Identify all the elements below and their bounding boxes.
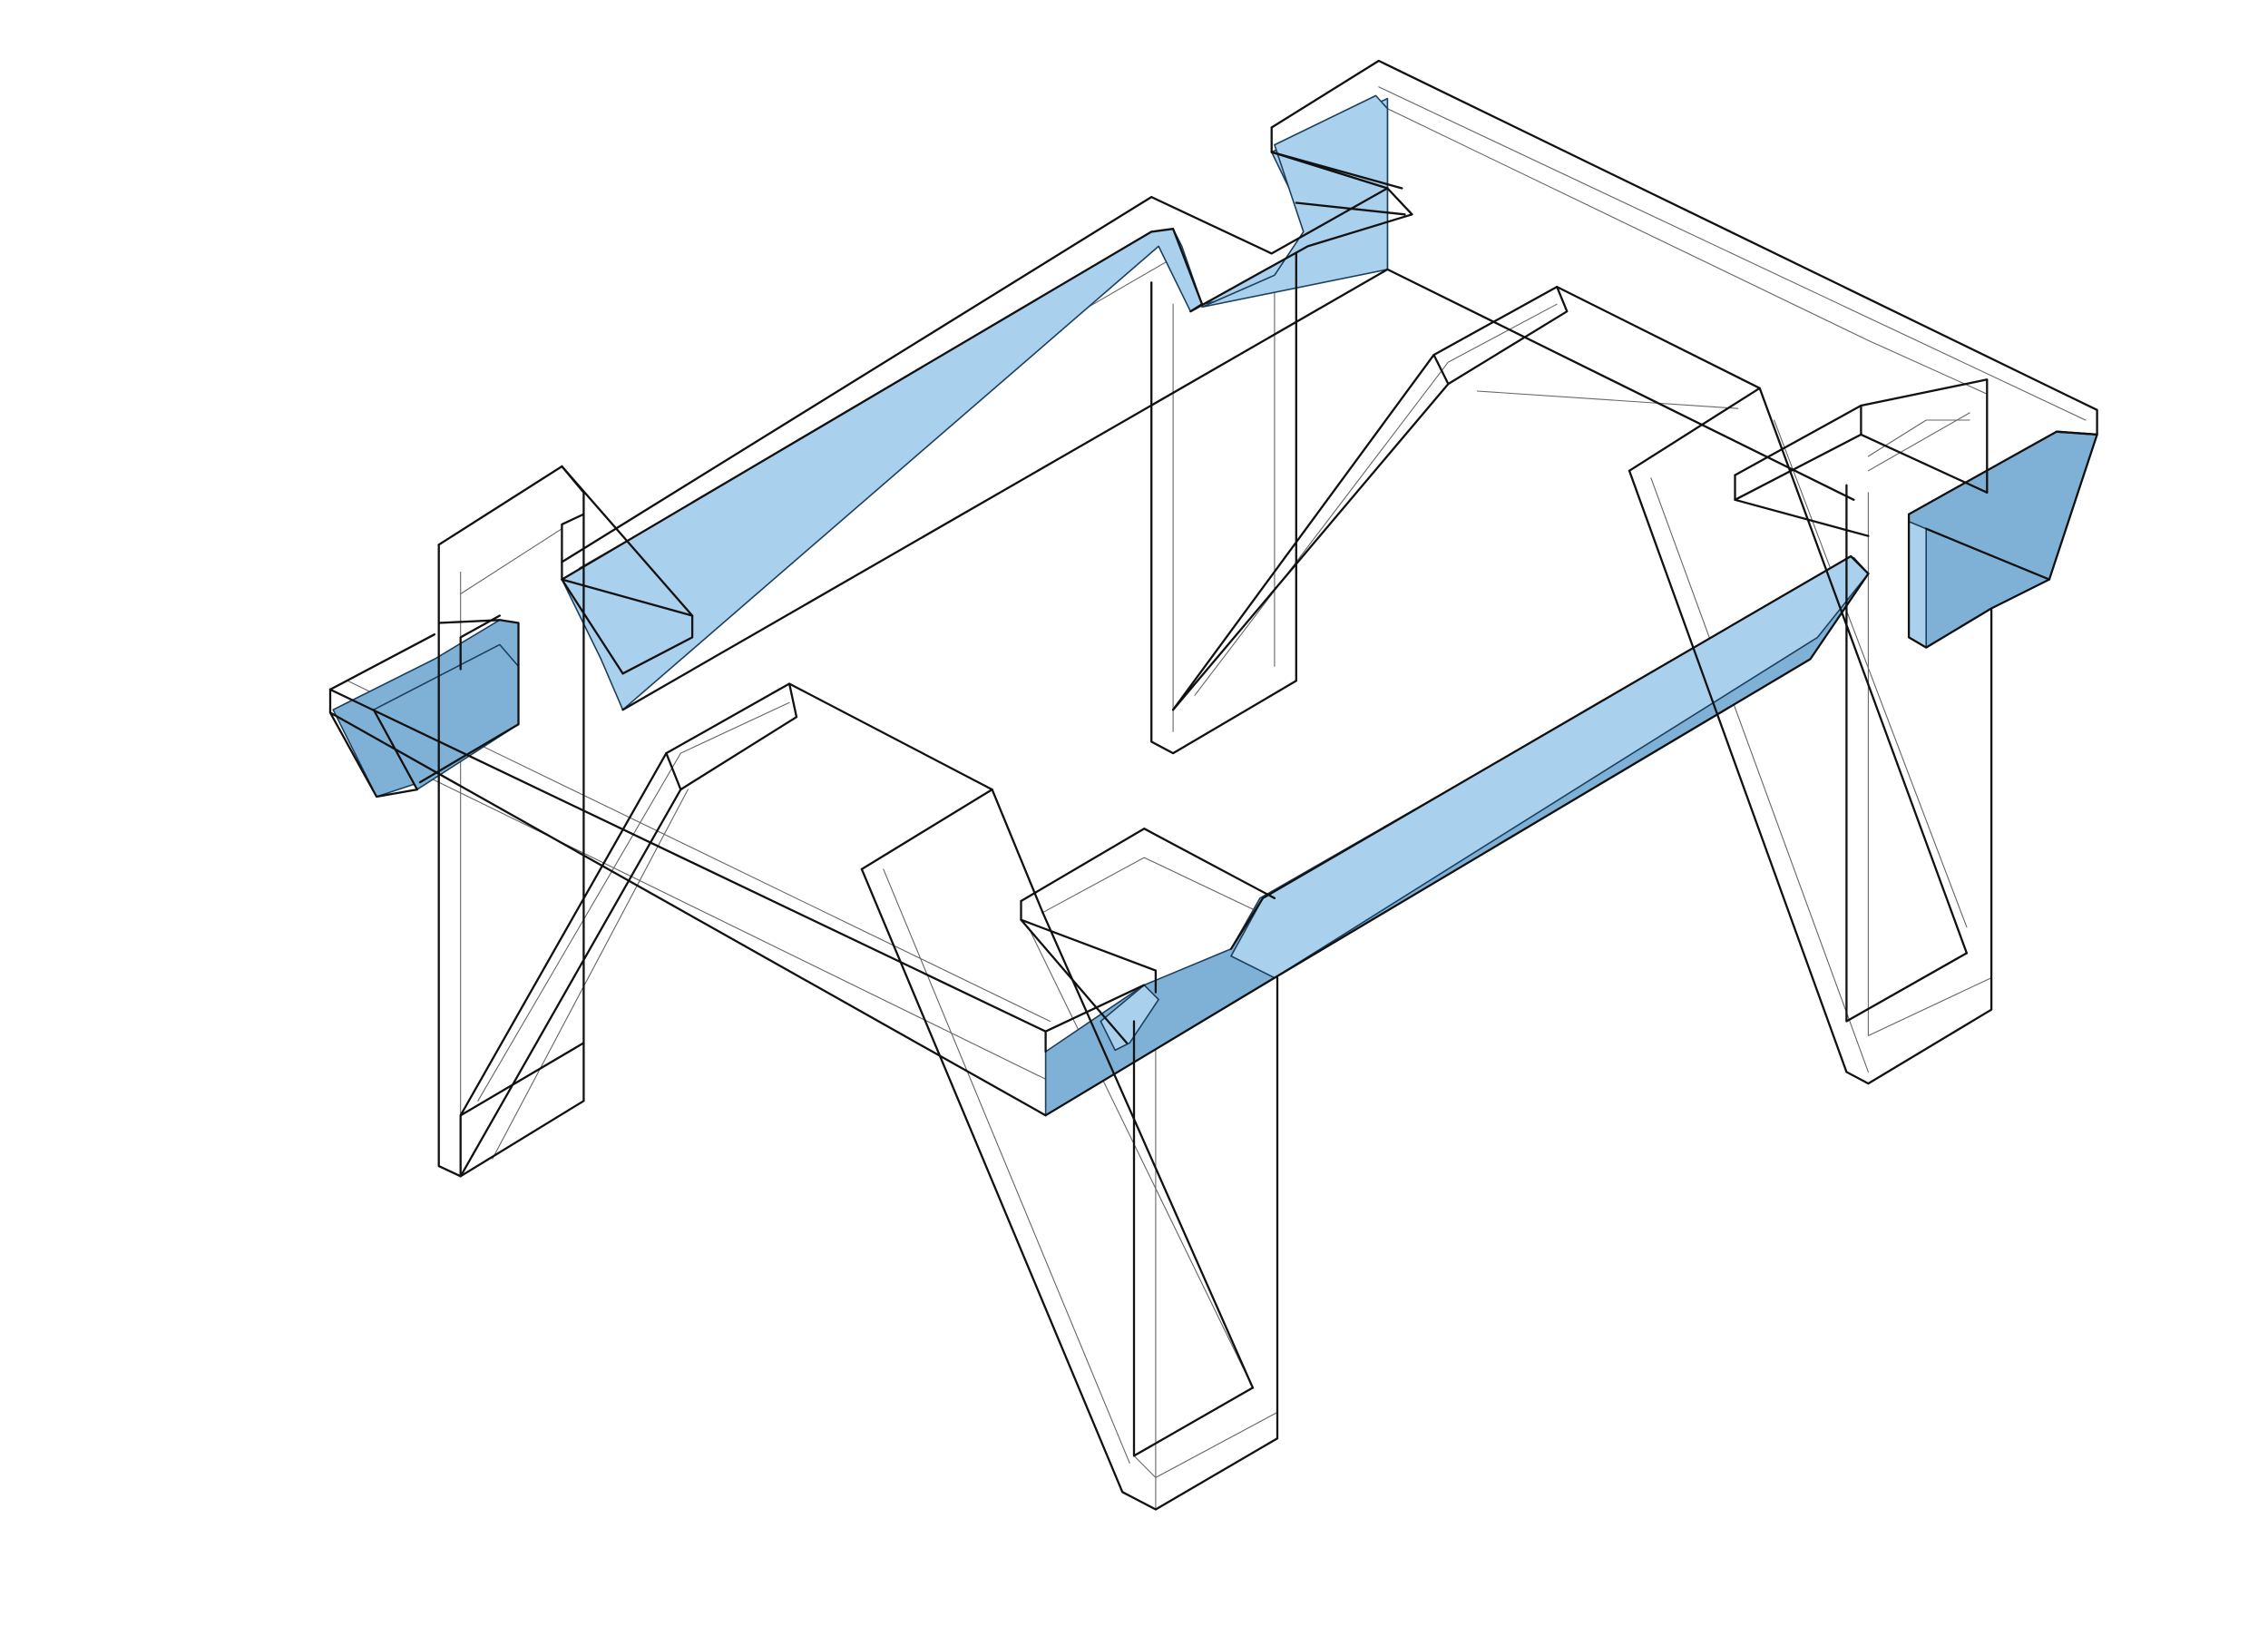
front-rail-notch-highlight <box>1100 984 1159 1052</box>
left-front-block <box>418 619 520 784</box>
tabletop-left-top-edge <box>328 633 436 691</box>
back-rail-bottom-edge <box>621 268 1389 711</box>
front-rail-step <box>1229 896 1265 950</box>
back-rail-front-edge <box>561 228 1204 581</box>
cross-brace-right-lower <box>1171 285 1569 711</box>
right-front-leg-diag <box>1041 911 1255 1389</box>
right-front-leg-top-edge <box>991 788 1044 914</box>
front-rail-top-edge <box>1261 554 1870 899</box>
right-end-joint-side-highlight <box>1908 520 1927 649</box>
back-rail-notch <box>1189 151 1413 313</box>
tabletop-back-lower-edge <box>1386 268 1855 501</box>
left-rear-leg-hidden-2 <box>460 528 562 595</box>
front-rail-notch-top <box>1020 828 1276 903</box>
right-rear-leg-hidden <box>1650 477 1869 1073</box>
right-front-leg-front-face <box>1132 1020 1255 1457</box>
left-front-block-diag <box>372 709 418 791</box>
back-rail-highlight <box>561 97 1389 711</box>
right-rear-leg-body <box>1628 469 1993 1085</box>
right-rear-leg-hidden-3 <box>1774 419 1968 928</box>
right-end-joint-highlight <box>1908 430 2098 649</box>
right-joint-top <box>1734 378 1989 494</box>
visible-edges <box>328 59 2098 1511</box>
right-end-block-diag <box>1925 527 2051 581</box>
right-joint-hidden-2 <box>1867 419 1970 457</box>
right-joint-diag <box>1734 433 1862 501</box>
back-rail-end-highlight <box>1201 94 1389 309</box>
tabletop-back-inner-line-2 <box>1386 108 1988 395</box>
front-rail-top-highlight <box>1230 555 1870 979</box>
cross-brace-left-hidden-2 <box>492 789 689 1160</box>
right-front-leg-hidden-3 <box>1027 926 1254 1388</box>
back-rail-top-edge <box>561 187 1389 563</box>
right-end-block <box>1907 430 2098 649</box>
tabletop-back-inner-line <box>1378 86 2087 421</box>
right-rear-leg-face <box>1845 484 1969 1023</box>
right-front-leg-bottom-hidden <box>1133 1411 1278 1478</box>
cross-brace-left-corner <box>665 751 682 791</box>
tabletop-back-edge <box>1270 59 2098 436</box>
cross-brace-left-lower <box>459 682 798 1178</box>
center-leg-body <box>1150 252 1297 755</box>
tabletop-front-lower-line <box>378 752 1047 1080</box>
front-rail-notch-hidden <box>1041 857 1261 914</box>
cross-brace-right-corner <box>1432 353 1450 386</box>
back-rail-notch-top <box>1270 151 1403 190</box>
highlighted-joinery-faces <box>332 94 2098 1116</box>
right-rear-leg-hidden-2 <box>1867 492 1992 1036</box>
tabletop-front-corner <box>1044 984 1146 1033</box>
right-joint-hidden <box>1867 412 1970 472</box>
front-rail-bottom-edge <box>1044 573 1870 1117</box>
back-rail-notch-inner <box>1295 201 1406 216</box>
right-joint-inner <box>1860 404 1989 494</box>
right-rear-leg-diag <box>1758 387 1969 955</box>
front-rail-notch-bottom <box>1020 918 1158 994</box>
left-front-block-inner <box>459 614 501 671</box>
left-rear-leg-inner <box>561 465 585 581</box>
left-joint-diag-1 <box>561 578 694 617</box>
cross-brace-left-top <box>459 682 993 1117</box>
cross-brace-left-hidden <box>477 701 790 1102</box>
left-rear-leg-bottom <box>459 1042 585 1178</box>
right-front-leg-body <box>860 867 1279 1511</box>
cross-brace-right-hidden-2 <box>1476 390 1739 409</box>
left-joint-diag-2 <box>561 578 624 675</box>
left-front-block-lower <box>328 711 418 799</box>
cross-brace-right-hidden <box>1194 303 1558 696</box>
right-front-leg-hidden <box>883 868 1130 1464</box>
cross-brace-right-top <box>1171 285 1761 711</box>
